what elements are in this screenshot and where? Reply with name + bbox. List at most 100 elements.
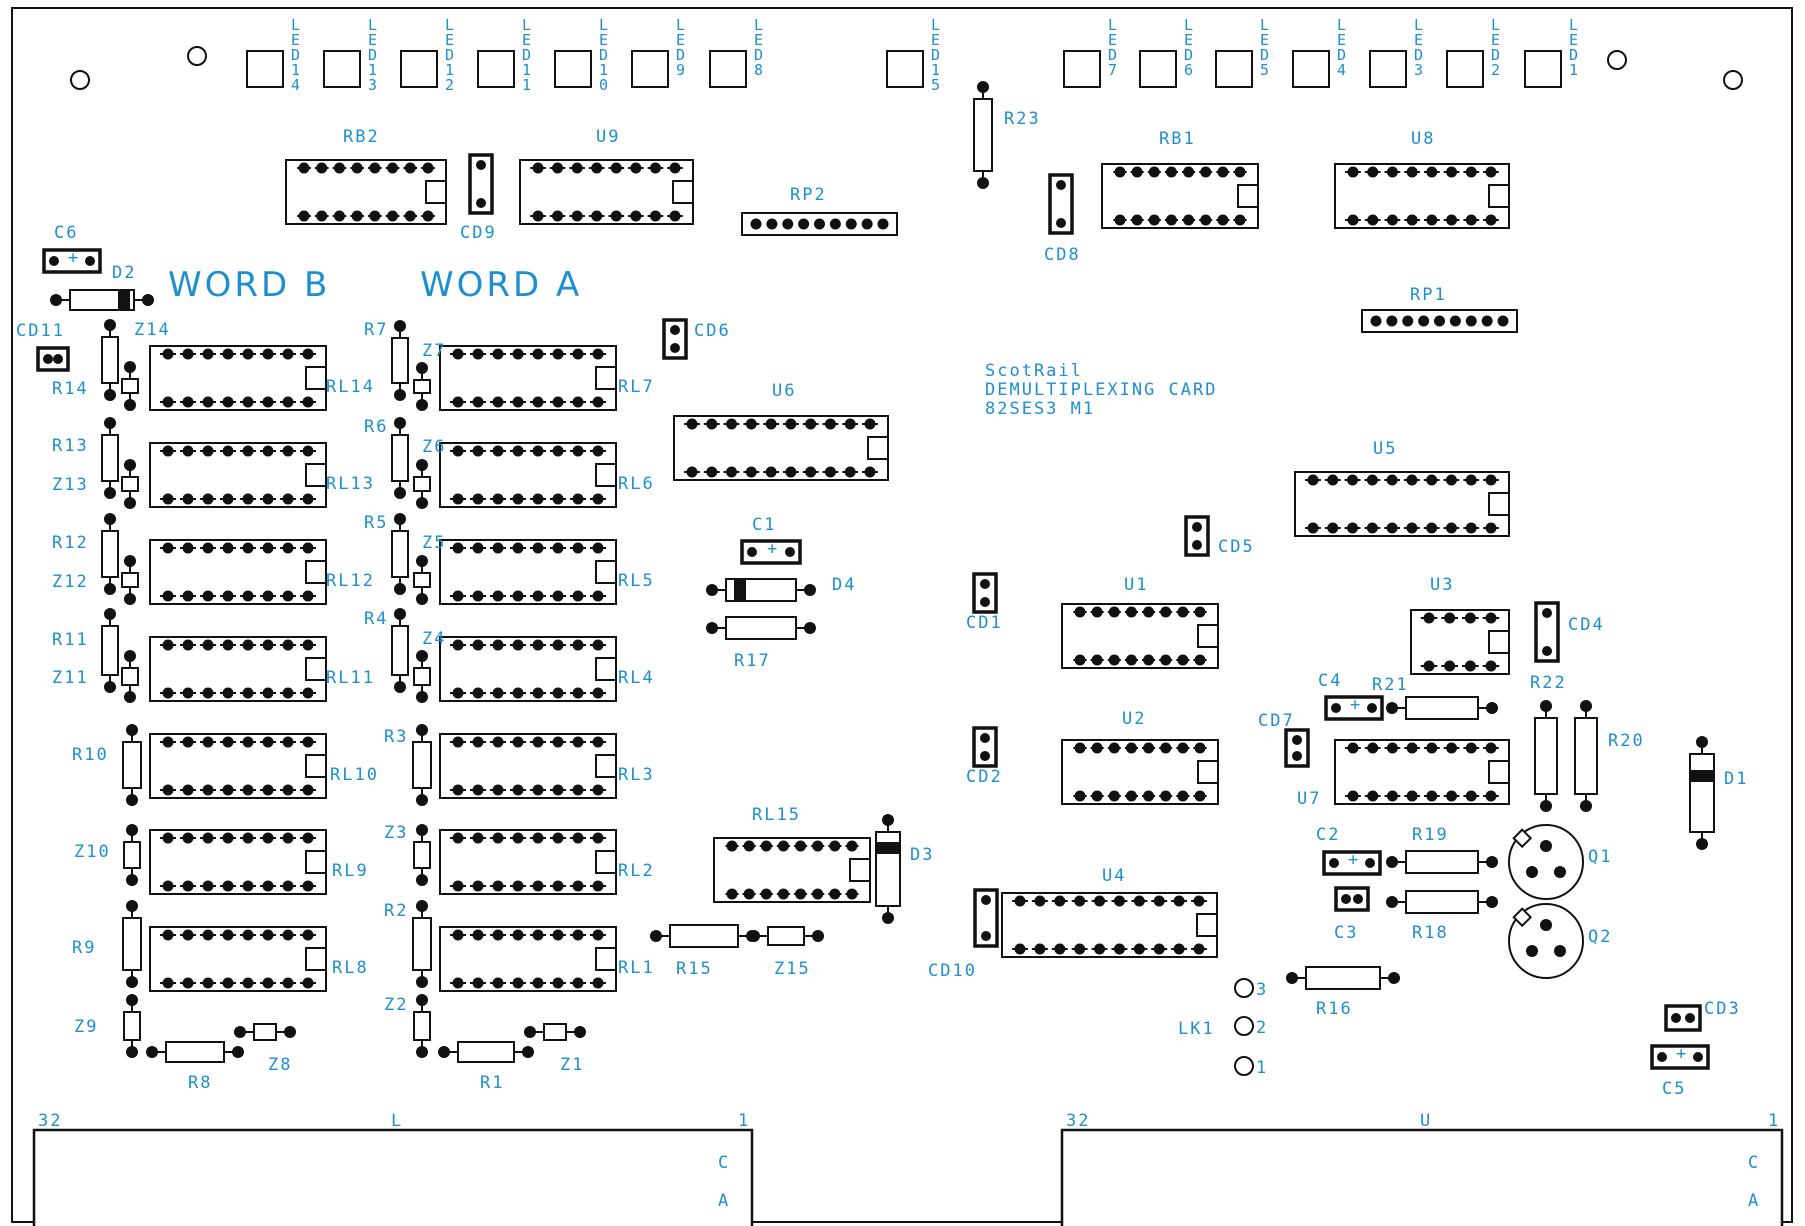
component-label: Z13 [52,475,89,495]
led-label-char: E [291,31,300,49]
part-cd1 [972,572,998,614]
led-label-char: D [1491,46,1500,64]
part-cd2 [972,726,998,768]
connector-row-a: A [1748,1191,1760,1211]
component-label: U7 [1297,789,1321,809]
part-r8 [146,1041,244,1063]
ic-rl1 [439,926,617,992]
relay-label: RL12 [326,571,375,591]
part-z5 [413,555,431,605]
led-label-char: 2 [1491,61,1500,79]
led-label-char: 1 [931,61,940,79]
component-label: D2 [112,263,136,283]
ic-rl15: RL15 [713,805,871,903]
led-label-char: D [754,46,763,64]
part-z4 [413,650,431,703]
relay-label: RL8 [332,958,369,978]
led-label-char: E [599,31,608,49]
connector-row-c: C [718,1153,730,1173]
component-label: RP1 [1410,285,1447,305]
component-label: R22 [1530,673,1567,693]
link-pin-label: 1 [1256,1058,1268,1078]
ic-rl8 [149,926,327,992]
component-label: R12 [52,533,89,553]
led-label-char: 1 [368,61,377,79]
component-label: RB1 [1159,129,1196,149]
led-label-char: L [676,16,685,34]
led-label-char: D [445,46,454,64]
relay-label: RL4 [618,668,655,688]
relay-label: RL1 [618,958,655,978]
component-label: R11 [52,630,89,650]
ic-rb1: RB1 [1101,129,1259,229]
led-label-char: E [754,31,763,49]
component-label: RB2 [343,127,380,147]
relay-label: RL10 [330,765,379,785]
polarity-mark: + [68,248,80,268]
led-label-char: 1 [599,61,608,79]
component-label: R2 [384,901,408,921]
part-d3 [875,814,901,924]
title-line-3: 82SES3 M1 [985,399,1095,419]
part-z8 [234,1023,296,1041]
led-label-char: L [1414,16,1423,34]
part-r16 [1286,966,1400,990]
part-r3 [412,724,432,806]
part-c5: + [1650,1044,1710,1070]
component-label: U2 [1122,709,1146,729]
led-label-char: E [1108,31,1117,49]
led-label-char: D [522,46,531,64]
polarity-mark: + [1350,695,1362,715]
component-label: R1 [480,1073,504,1093]
component-label: CD3 [1704,999,1741,1019]
led-label-char: 4 [1337,61,1346,79]
ic-rl3 [439,733,617,799]
part-r10 [122,724,142,806]
led-label-char: L [445,16,454,34]
connector-pin-first: 32 [1066,1111,1090,1131]
component-label: R7 [364,320,388,340]
led-label-char: D [1414,46,1423,64]
ic-rl6 [439,442,617,508]
component-label: U9 [596,127,620,147]
component-label: R3 [384,727,408,747]
discrete-components: Z14R14R13Z13R12Z12R11Z11R10Z10R9Z9R8Z8R7… [16,81,1746,1099]
ic-u6: U6 [673,381,889,481]
component-label: U3 [1430,575,1454,595]
part-r5 [391,513,409,595]
part-r2 [412,900,432,988]
led-label-char: 0 [599,76,608,94]
part-c6: + [42,248,102,274]
part-cd11 [36,346,70,372]
ic-rl13 [149,442,327,508]
led-label-char: D [676,46,685,64]
led-label-char: 7 [1108,61,1117,79]
component-label: C2 [1316,825,1340,845]
part-r11 [101,608,119,693]
part-r23 [973,81,993,189]
part-r13 [101,417,119,499]
part-r15 [650,924,758,948]
ic-u5: U5 [1294,439,1510,537]
ic-u9: U9 [519,127,694,225]
led-label-char: D [291,46,300,64]
component-label: U5 [1373,439,1397,459]
ic-u4: U4 [1001,866,1218,958]
part-r20 [1574,700,1598,812]
component-label: R4 [364,609,388,629]
led-label-char: E [1491,31,1500,49]
mounting-hole [70,70,90,90]
component-label: Q2 [1588,927,1612,947]
component-label: R18 [1412,923,1449,943]
part-cd6 [662,318,688,360]
led-label-char: E [445,31,454,49]
part-z1 [524,1023,586,1041]
led-label-char: D [1337,46,1346,64]
